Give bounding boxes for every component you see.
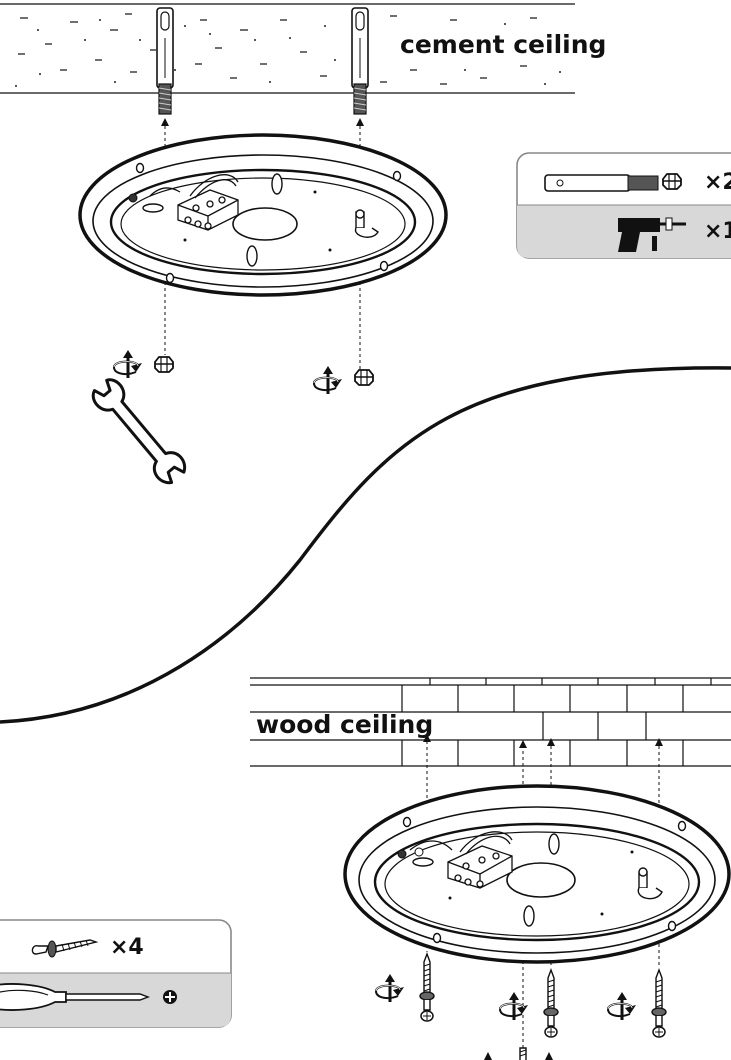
cement-ceiling-slab xyxy=(0,3,575,94)
rotate-arrow-icon xyxy=(374,972,406,1004)
screw-icon xyxy=(419,953,435,1022)
rotate-arrow-icon xyxy=(498,990,530,1022)
cement-ceiling-label: cement ceiling xyxy=(398,30,609,59)
drill-quantity: ×1 xyxy=(704,219,731,244)
fixture-plate-top xyxy=(78,133,448,297)
wrench-icon xyxy=(91,378,187,485)
anchor-bolt-icon xyxy=(544,174,659,192)
wood-ceiling-boards xyxy=(250,677,731,767)
nut-icon xyxy=(662,173,682,190)
cement-parts-panel xyxy=(516,152,731,259)
rotate-arrow-icon xyxy=(312,364,344,396)
screw-quantity: ×4 xyxy=(110,935,144,960)
screw-icon xyxy=(543,969,559,1038)
anchor-bolt-left xyxy=(156,7,174,115)
anchor-bolt-right xyxy=(351,7,369,115)
fixture-plate-bottom xyxy=(343,784,731,964)
wood-ceiling-label: wood ceiling xyxy=(256,710,434,739)
nut-icon xyxy=(154,356,174,373)
screw-icon xyxy=(651,969,667,1038)
nut-icon xyxy=(354,369,374,386)
screw-icon xyxy=(31,939,99,958)
rotate-arrow-icon xyxy=(606,990,638,1022)
rotate-arrow-icon xyxy=(112,348,144,380)
screw-icon xyxy=(519,1047,527,1060)
anchor-quantity: ×2 xyxy=(704,170,731,195)
wood-parts-panel xyxy=(0,919,232,1028)
drill-icon xyxy=(618,217,686,252)
plus-screw-head-icon xyxy=(163,990,177,1004)
screwdriver-icon xyxy=(0,983,150,1011)
section-divider xyxy=(0,366,731,724)
